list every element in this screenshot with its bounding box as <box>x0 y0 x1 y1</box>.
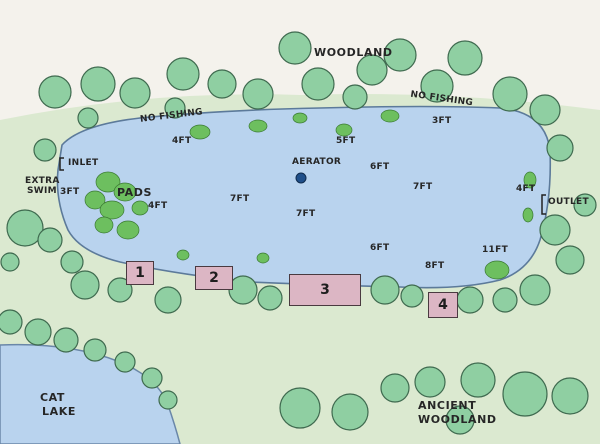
label-extra-swim-2: SWIM <box>27 186 57 196</box>
depth-label: 4FT <box>172 136 192 146</box>
label-pads: PADS <box>117 186 153 199</box>
label-woodland: WOODLAND <box>314 46 393 59</box>
label-inlet: INLET <box>68 158 99 168</box>
depth-label: 5FT <box>336 136 356 146</box>
swim-1: 1 <box>126 261 154 285</box>
label-outlet: OUTLET <box>548 197 589 207</box>
swim-2: 2 <box>195 266 233 290</box>
depth-label: 7FT <box>230 194 250 204</box>
main-lake <box>56 105 552 289</box>
label-aerator: AERATOR <box>292 157 342 167</box>
depth-label: 6FT <box>370 162 390 172</box>
depth-label: 3FT <box>60 187 80 197</box>
label-cat-lake-2: LAKE <box>42 405 76 418</box>
lily-pads <box>84 109 537 280</box>
label-extra-swim: EXTRA <box>25 176 60 186</box>
swim-3: 3 <box>289 274 361 306</box>
depth-label: 3FT <box>432 116 452 126</box>
depth-label: 7FT <box>413 182 433 192</box>
trees <box>0 31 597 435</box>
depth-label: 11FT <box>482 245 509 255</box>
aerator-marker <box>295 172 307 184</box>
label-ancient-woodland: ANCIENT <box>418 399 477 412</box>
depth-label: 4FT <box>516 184 536 194</box>
depth-label: 8FT <box>425 261 445 271</box>
swim-4: 4 <box>428 292 458 318</box>
inlet-marker <box>59 157 64 171</box>
outlet-marker <box>541 194 546 215</box>
depth-label: 7FT <box>296 209 316 219</box>
label-ancient-woodland-2: WOODLAND <box>418 413 497 426</box>
depth-label: 6FT <box>370 243 390 253</box>
depth-label: 4FT <box>148 201 168 211</box>
label-cat-lake: CAT <box>40 391 66 404</box>
